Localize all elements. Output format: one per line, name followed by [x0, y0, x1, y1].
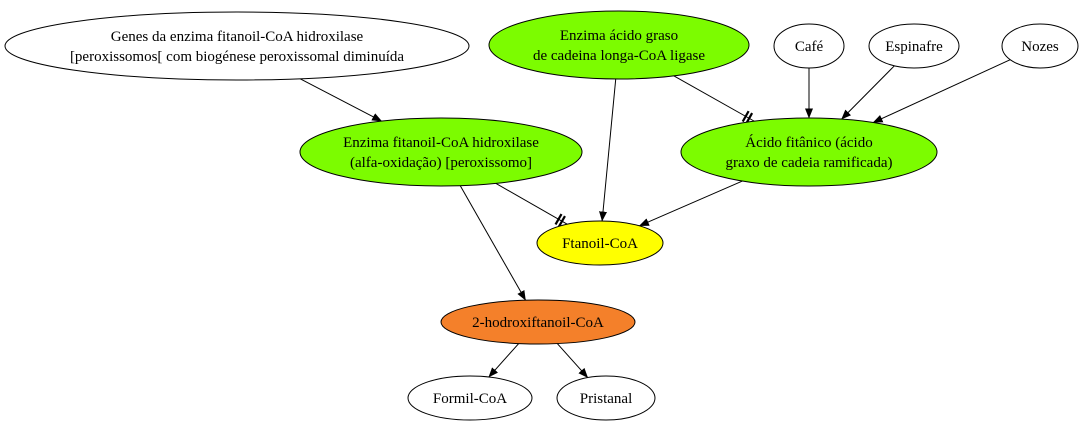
- node-ellipse: [407, 375, 533, 421]
- node-nozes: Nozes: [1001, 23, 1079, 69]
- node-cafe: Café: [773, 23, 845, 69]
- node-formil: Formil-CoA: [407, 375, 533, 421]
- edge-line: [872, 59, 1011, 124]
- edge-acido-to-ftanoil: [638, 180, 743, 227]
- node-ellipse: [1001, 23, 1079, 69]
- node-label: graxo de cadeia ramificada): [726, 155, 893, 171]
- node-ellipse: [299, 117, 583, 187]
- node-label: 2-hodroxiftanoil-CoA: [472, 315, 604, 331]
- node-ellipse: [556, 375, 656, 421]
- node-label: Café: [795, 39, 824, 55]
- node-ellipse: [536, 220, 664, 266]
- inhibition-bar: [741, 110, 750, 123]
- node-ellipse: [773, 23, 845, 69]
- node-label: Nozes: [1021, 39, 1059, 55]
- edge-line: [673, 75, 755, 122]
- node-ellipse: [488, 10, 750, 80]
- node-genes: Genes da enzima fitanoil-CoA hidroxilase…: [4, 11, 470, 81]
- node-ftanoil: Ftanoil-CoA: [536, 220, 664, 266]
- node-ellipse: [4, 11, 470, 81]
- node-label: Enzima fitanoil-CoA hidroxilase: [343, 135, 539, 151]
- edge-line: [495, 182, 568, 225]
- node-ellipse: [440, 299, 636, 345]
- node-label: Formil-CoA: [433, 391, 507, 407]
- node-ellipse: [868, 23, 960, 69]
- node-ellipse: [680, 117, 938, 187]
- node-espinafre: Espinafre: [868, 23, 960, 69]
- node-pristanal: Pristanal: [556, 375, 656, 421]
- node-label: Pristanal: [580, 391, 633, 407]
- node-label: Enzima ácido graso: [560, 28, 678, 44]
- edge-line: [299, 78, 383, 122]
- node-label: [peroxissomos[ com biogénese peroxissoma…: [70, 49, 404, 65]
- inhibition-bar: [558, 215, 566, 227]
- edge-enzfit-to-hidroxi: [459, 185, 526, 301]
- node-label: de cadeina longa-CoA ligase: [533, 48, 705, 64]
- edge-lcfa-to-ftanoil: [599, 78, 617, 222]
- node-acido: Ácido fitânico (ácido graxo de cadeia ram…: [680, 117, 938, 187]
- node-label: Espinafre: [885, 39, 943, 55]
- inhibition-bar: [554, 213, 563, 226]
- edge-espinafre-to-acido: [841, 65, 895, 120]
- node-enzfit: Enzima fitanoil-CoA hidroxilase (alfa-oxi…: [299, 117, 583, 187]
- edge-line: [841, 65, 895, 120]
- edge-hidroxi-to-pristanal: [556, 343, 589, 378]
- node-label: Genes da enzima fitanoil-CoA hidroxilase: [111, 29, 364, 45]
- node-label: Ftanoil-CoA: [562, 236, 638, 252]
- node-lcfa: Enzima ácido graso de cadeina longa-CoA l…: [488, 10, 750, 80]
- edge-lcfa-to-acido: [673, 75, 755, 125]
- edge-hidroxi-to-formil: [488, 343, 520, 378]
- node-hidroxi: 2-hodroxiftanoil-CoA: [440, 299, 636, 345]
- edge-line: [459, 185, 526, 301]
- edge-enzfit-to-ftanoil: [495, 182, 568, 227]
- edge-line: [638, 180, 743, 227]
- edge-line: [488, 343, 520, 378]
- node-label: (alfa-oxidação) [peroxissomo]: [350, 155, 532, 171]
- edge-line: [556, 343, 589, 378]
- node-label: Ácido fitânico (ácido: [745, 134, 872, 151]
- edge-line: [599, 78, 617, 222]
- edge-genes-to-enzfit: [299, 78, 383, 122]
- edge-nozes-to-acido: [872, 59, 1011, 124]
